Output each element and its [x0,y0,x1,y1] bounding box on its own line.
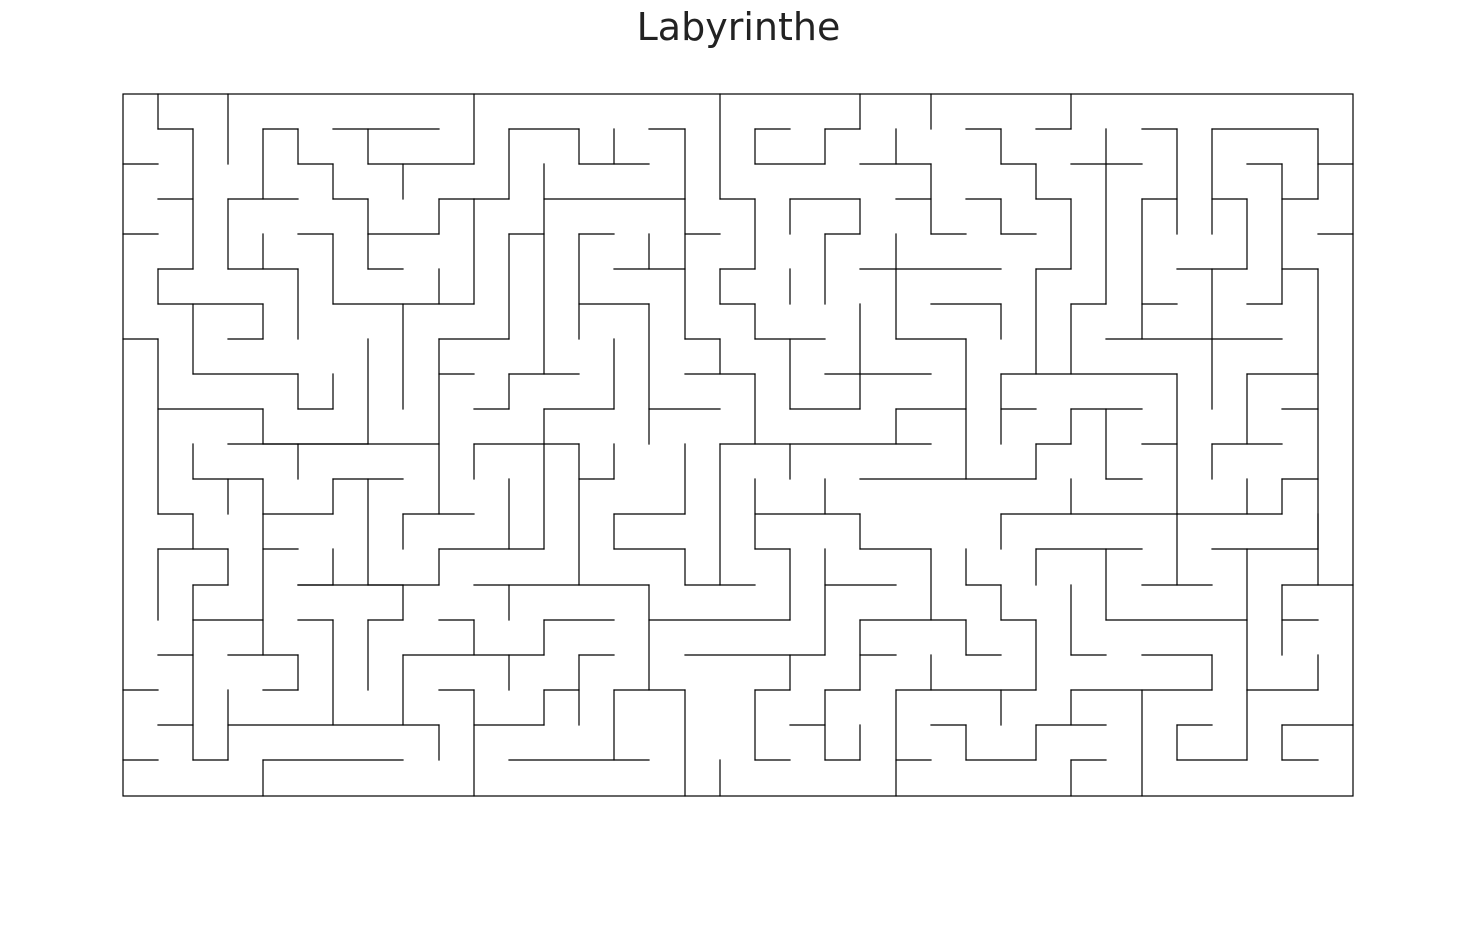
page-title: Labyrinthe [636,5,841,49]
maze-walls [122,93,1354,797]
maze-border [122,93,1354,797]
